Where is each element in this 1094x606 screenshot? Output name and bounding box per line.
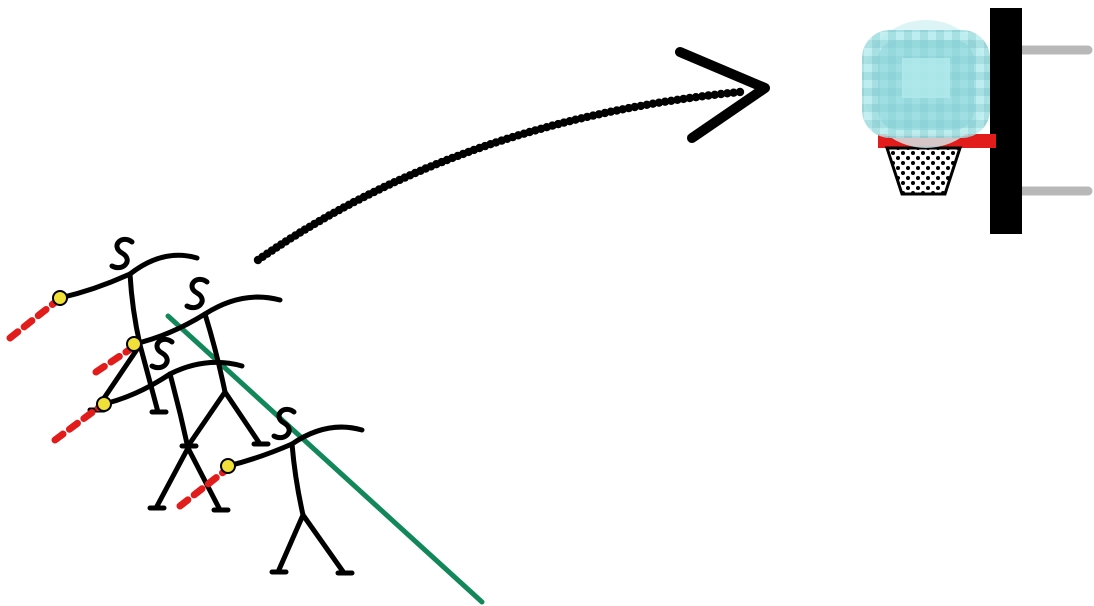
- player-hand-marker: [97, 397, 111, 411]
- trajectory-dot: [736, 88, 744, 96]
- basketball-icon: [862, 20, 990, 148]
- player-hand-marker: [127, 337, 141, 351]
- player-hand-marker: [53, 291, 67, 305]
- player-hand-marker: [221, 459, 235, 473]
- backboard: [990, 8, 1022, 234]
